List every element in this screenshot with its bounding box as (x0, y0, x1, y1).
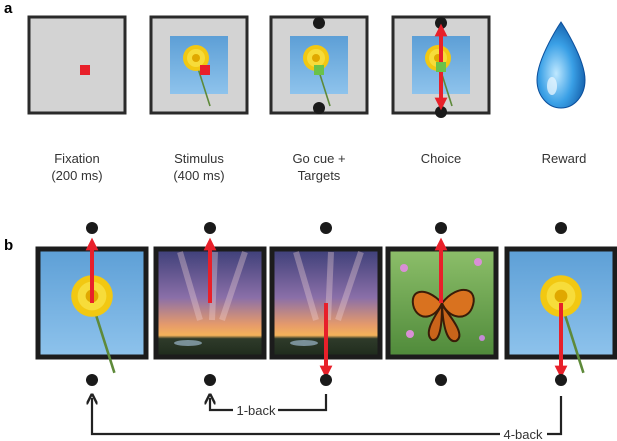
target-bottom (313, 102, 325, 114)
target-bottom (204, 374, 216, 386)
trial-1 (35, 222, 149, 386)
trial-3 (269, 222, 383, 386)
target-bottom (86, 374, 98, 386)
fixation-point (200, 65, 210, 75)
trial-4 (385, 222, 499, 386)
target-bottom (435, 374, 447, 386)
stage-label-go-cue: Go cue + (292, 151, 345, 166)
panel-a-letter: a (4, 0, 13, 17)
target-top (555, 222, 567, 234)
target-top (320, 222, 332, 234)
four-back-label: 4-back (503, 427, 543, 441)
stage-label-stimulus: Stimulus (174, 151, 224, 166)
choice-screen (391, 15, 491, 118)
trial-2 (153, 222, 267, 386)
fixation-screen (27, 15, 127, 115)
butterfly-image (411, 288, 475, 343)
fixation-point (80, 65, 90, 75)
target-top (204, 222, 216, 234)
stage-sublabel-stimulus: (400 ms) (173, 168, 224, 183)
go-cue-point (436, 62, 446, 72)
one-back-connector: 1-back (210, 394, 328, 418)
panel-b-letter: b (4, 237, 13, 254)
go-cue-point (314, 65, 324, 75)
stage-label-reward: Reward (542, 151, 587, 166)
target-top (435, 222, 447, 234)
water-drop-icon (536, 21, 586, 109)
stimulus-screen (149, 15, 249, 115)
four-back-connector: 4-back (92, 396, 563, 441)
go-cue-screen (269, 15, 369, 115)
target-top (313, 17, 325, 29)
stage-sublabel-fixation: (200 ms) (51, 168, 102, 183)
trial-5 (504, 222, 617, 386)
target-bottom (555, 374, 567, 386)
stage-label-choice: Choice (421, 151, 461, 166)
stage-sublabel-go-cue: Targets (298, 168, 341, 183)
target-bottom (435, 106, 447, 118)
target-top (435, 17, 447, 29)
target-top (86, 222, 98, 234)
stage-label-fixation: Fixation (54, 151, 100, 166)
one-back-label: 1-back (236, 403, 276, 418)
target-bottom (320, 374, 332, 386)
